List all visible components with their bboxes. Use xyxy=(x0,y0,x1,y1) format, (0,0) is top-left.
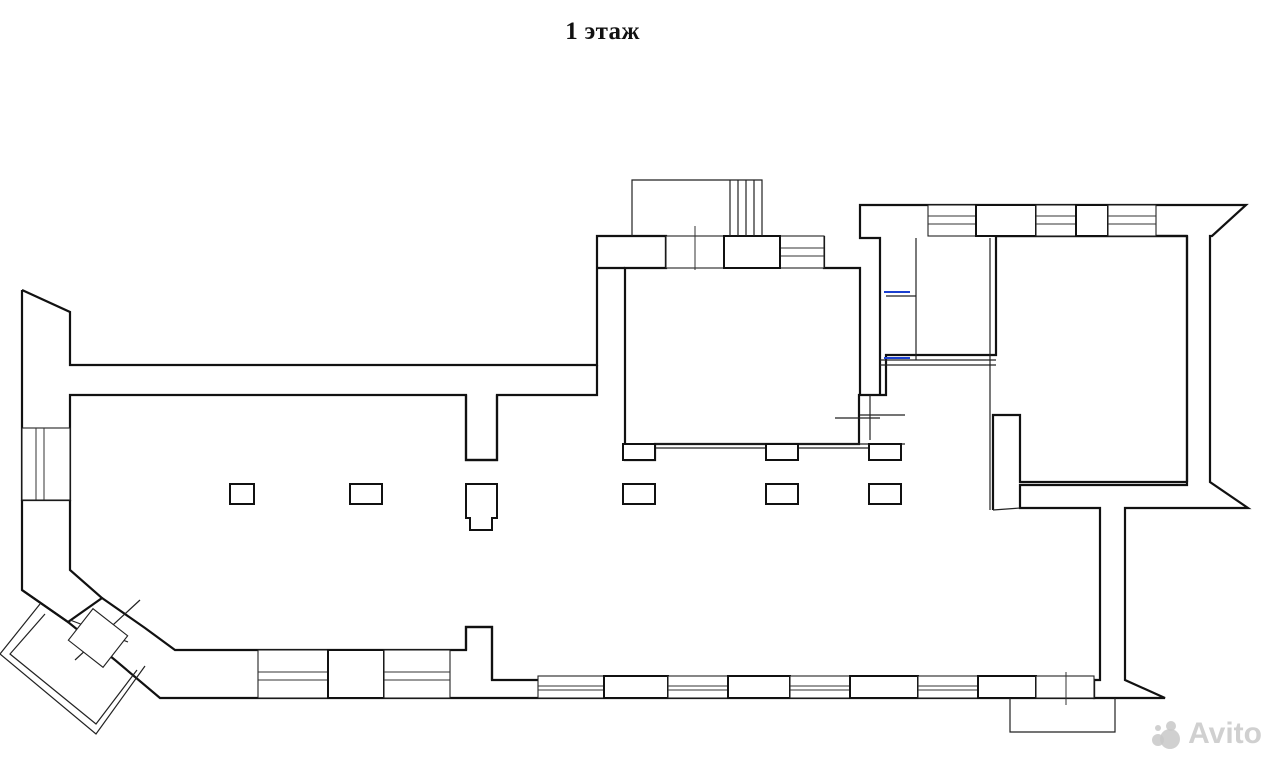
windows-bottom xyxy=(257,649,1095,705)
windows-left xyxy=(21,427,71,501)
watermark: Avito xyxy=(1148,717,1262,751)
door-markers xyxy=(884,291,910,359)
interior-partitions xyxy=(625,238,1021,511)
watermark-text: Avito xyxy=(1188,717,1262,750)
porch-bottom xyxy=(1009,698,1116,733)
wall-stubs xyxy=(464,236,1189,680)
porch-left xyxy=(0,599,146,735)
columns xyxy=(229,443,902,531)
avito-logo-icon xyxy=(1152,721,1181,749)
porch-top xyxy=(631,179,763,236)
floor-title: 1 этаж xyxy=(565,18,640,45)
windows-top xyxy=(665,204,1157,270)
